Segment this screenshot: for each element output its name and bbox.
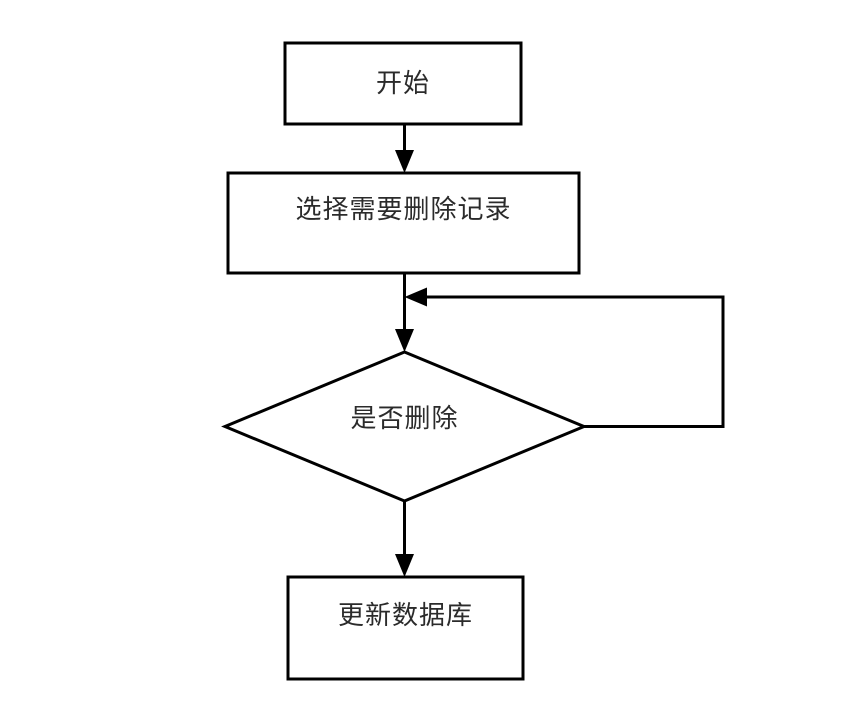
node-select-shape[interactable] [226,171,581,275]
edge-start-to-select [395,124,414,173]
node-decision-label: 是否删除 [350,404,459,433]
node-start-label: 开始 [375,69,430,98]
node-start-shape[interactable] [283,41,523,126]
node-update-label: 更新数据库 [337,601,473,630]
node-update-shape[interactable] [286,575,525,681]
edge-select-to-decision [395,273,414,352]
edge-decision-to-update [395,501,414,577]
edge-decision-loopback [404,287,725,428]
node-select-label: 选择需要删除记录 [295,195,512,224]
